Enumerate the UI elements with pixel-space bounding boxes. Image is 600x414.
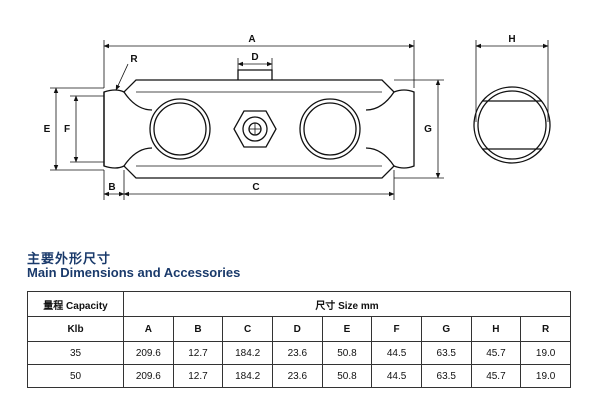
table-cell: 19.0 [520,364,571,388]
body-outline [103,79,415,179]
table-cell: 12.7 [172,341,224,365]
label-b: B [108,182,115,193]
capacity-cell: 50 [27,364,124,388]
dimensions-table: 量程 Capacity 尺寸 Size mm Klb A B C D E F G… [27,291,571,388]
table-cell: 23.6 [271,341,323,365]
column-header: R [520,316,571,342]
right-bore-inner [303,102,357,156]
label-r: R [130,54,138,65]
label-a: A [248,34,255,45]
label-h: H [508,34,515,45]
dim-line-r [115,63,129,91]
table-cell: 19.0 [520,341,571,365]
column-header: F [371,316,422,342]
right-neck [365,91,395,167]
left-bore-inner [153,102,207,156]
column-header: E [321,316,373,342]
right-bore-outer [299,98,361,160]
column-header: B [172,316,224,342]
capacity-header: 量程 Capacity [27,291,124,317]
table-column-row: Klb A B C D E F G H R [27,316,571,342]
label-d: D [251,52,258,63]
column-header: A [123,316,174,342]
label-c: C [252,182,259,193]
table-cell: 209.6 [123,364,174,388]
table-row: 50 209.6 12.7 184.2 23.6 50.8 44.5 63.5 … [27,364,571,388]
column-header: C [222,316,273,342]
top-boss [237,69,273,80]
column-header: H [470,316,522,342]
table-cell: 23.6 [271,364,323,388]
section-title-chinese: 主要外形尺寸 [27,252,112,267]
connector-ring-outer [242,116,268,142]
column-header: D [271,316,323,342]
section-title-english: Main Dimensions and Accessories [27,265,241,280]
unit-label: Klb [27,316,124,342]
table-cell: 50.8 [321,364,373,388]
label-f: F [64,124,70,135]
column-header: G [420,316,472,342]
table-cell: 44.5 [371,341,422,365]
hex-connector [233,110,277,148]
side-view [103,69,415,179]
end-view-outer-circle [473,86,551,164]
table-cell: 12.7 [172,364,224,388]
table-cell: 63.5 [420,364,472,388]
table-cell: 50.8 [321,341,373,365]
label-e: E [44,124,51,135]
end-view-inner-circle [477,90,547,160]
end-view [473,86,551,164]
table-cell: 45.7 [470,364,522,388]
table-cell: 44.5 [371,364,422,388]
size-header: 尺寸 Size mm [123,291,571,317]
label-g: G [424,124,432,135]
technical-drawing: A D R E F G H B C [44,34,551,200]
table-cell: 45.7 [470,341,522,365]
table-cell: 63.5 [420,341,472,365]
table-header-row: 量程 Capacity 尺寸 Size mm [27,291,571,317]
left-bore-outer [149,98,211,160]
capacity-cell: 35 [27,341,124,365]
table-cell: 184.2 [222,341,273,365]
left-neck [123,91,153,167]
table-cell: 209.6 [123,341,174,365]
table-cell: 184.2 [222,364,273,388]
table-row: 35 209.6 12.7 184.2 23.6 50.8 44.5 63.5 … [27,341,571,365]
